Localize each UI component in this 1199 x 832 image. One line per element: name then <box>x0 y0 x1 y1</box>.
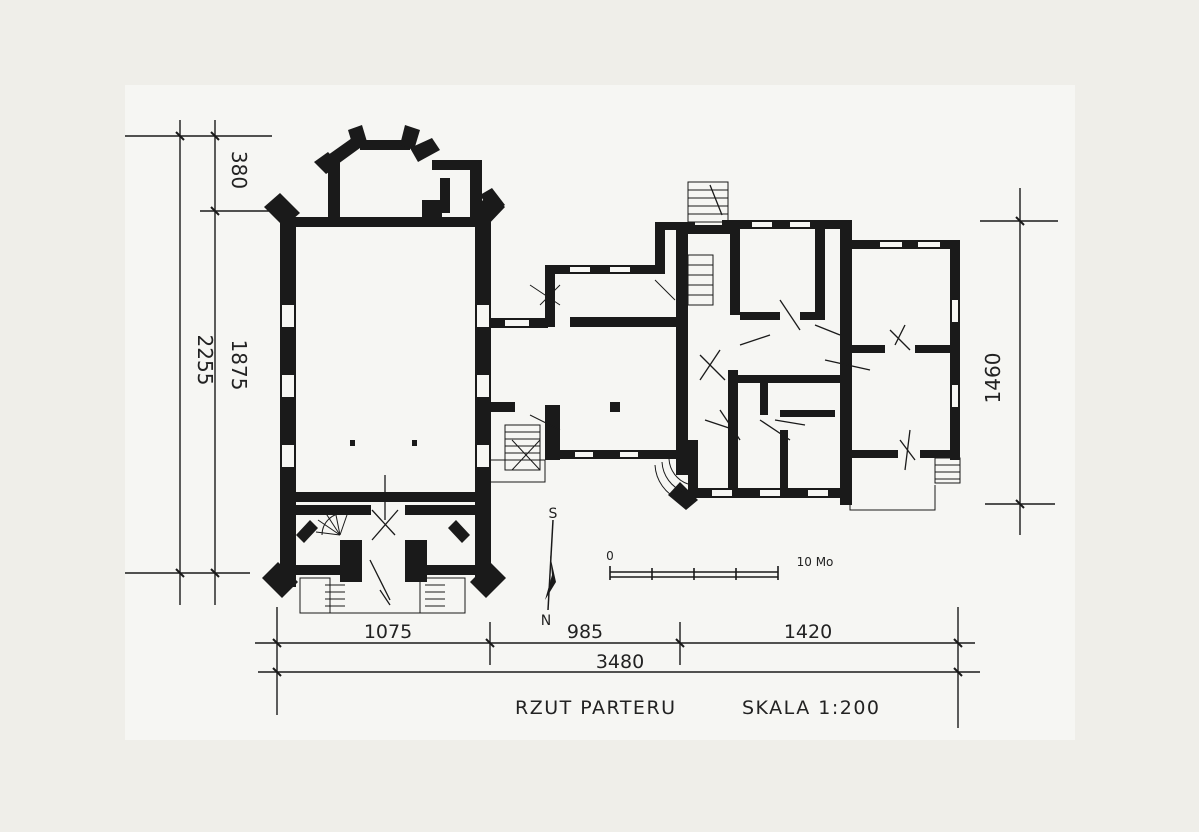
scale-bar-zero: 0 <box>606 549 614 563</box>
dim-bottom-seg2: 985 <box>567 621 603 643</box>
dim-left-inner: 1875 <box>227 340 251 391</box>
dim-bottom-total: 3480 <box>596 651 644 673</box>
scale-bar <box>609 566 779 580</box>
dim-bottom-seg1: 1075 <box>364 621 412 643</box>
bottom-dimension-ticks <box>272 638 963 677</box>
dim-right-height: 1460 <box>981 353 1005 404</box>
drawing-title: RZUT PARTERU <box>515 697 677 719</box>
left-dimension-ticks <box>175 131 220 578</box>
residential-wing <box>654 181 961 511</box>
dim-left-outer: 2255 <box>193 335 217 386</box>
drawing-scale: SKALA 1:200 <box>742 697 881 719</box>
left-dimension-lines <box>125 120 272 605</box>
compass-rose <box>545 519 556 611</box>
dim-bottom-seg3: 1420 <box>784 621 832 643</box>
compass-north-label: N <box>541 613 551 629</box>
connecting-wing <box>489 222 695 483</box>
right-dimension-ticks <box>1015 216 1025 509</box>
church-building <box>262 125 506 614</box>
dim-left-apse: 380 <box>227 151 251 189</box>
scale-bar-end: 10 Mo <box>797 555 834 569</box>
compass-south-label: S <box>549 506 558 522</box>
